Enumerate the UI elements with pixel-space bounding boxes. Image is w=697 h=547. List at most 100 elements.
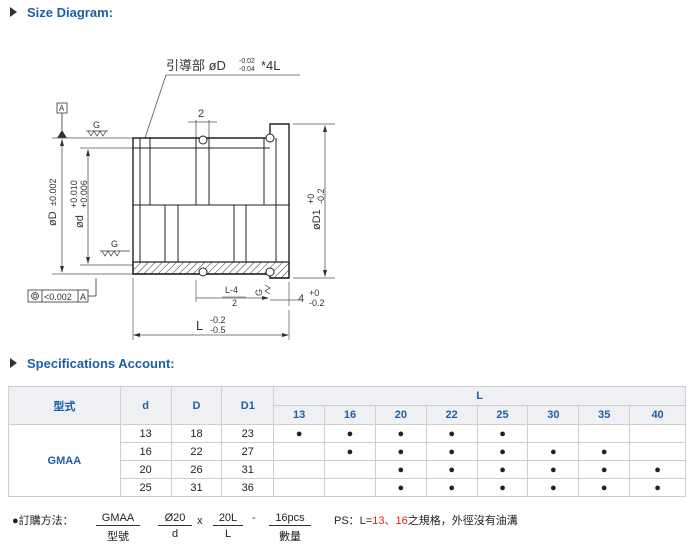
header-D1: D1 (221, 386, 275, 425)
cell-l-availability (324, 460, 376, 479)
length-label: L (196, 318, 203, 333)
od-tol: ±0.002 (48, 179, 58, 206)
cell-l-availability: ● (374, 460, 427, 479)
od-label: øD (47, 211, 59, 226)
cell-d: 25 (119, 478, 172, 497)
concentricity-icon (31, 292, 39, 300)
cell-l-availability: ● (324, 424, 376, 443)
datum-triangle-icon (57, 130, 67, 138)
available-dot-icon: ● (600, 463, 608, 476)
available-dot-icon: ● (397, 445, 405, 458)
order-qty-caption: 數量 (279, 531, 301, 543)
spec-table: 型式 d D D1 L 13 16 20 22 25 30 35 40 GMAA… (8, 386, 686, 497)
available-dot-icon: ● (600, 481, 608, 494)
finish-mark-top: G (93, 120, 100, 130)
available-dot-icon: ● (654, 481, 661, 494)
available-dot-icon: ● (346, 445, 354, 458)
header-l-value: 16 (324, 405, 376, 425)
available-dot-icon: ● (346, 427, 354, 440)
cell-l-availability (629, 442, 686, 461)
available-dot-icon: ● (499, 463, 506, 476)
order-qty-group: 16pcs 數量 (269, 512, 311, 544)
arrow-bullet-icon (10, 358, 17, 368)
header-d: d (119, 386, 172, 425)
finish-top-icon (87, 130, 107, 137)
available-dot-icon: ● (600, 445, 608, 458)
leader-line (144, 74, 167, 139)
length-tol-upper: -0.2 (210, 315, 226, 325)
header-model: 型式 (8, 386, 121, 425)
order-model: GMAA (96, 512, 140, 526)
lead-suffix: *4L (261, 58, 281, 73)
size-diagram-heading: Size Diagram: (8, 4, 113, 20)
available-dot-icon: ● (550, 445, 557, 458)
order-d: Ø20 (158, 512, 192, 526)
flange-value: 4 (298, 293, 304, 305)
cell-l-availability: ● (425, 424, 478, 443)
cell-l-availability: ● (425, 460, 478, 479)
finish-mark-bottom: G (111, 239, 118, 249)
lead-tol-upper: -0.02 (239, 58, 255, 65)
order-l: 20L (213, 512, 243, 526)
length-tol-lower: -0.5 (210, 325, 226, 335)
arrow-bullet-icon (10, 7, 17, 17)
ps-suffix: 之規格，外徑沒有油溝 (407, 515, 518, 527)
order-model-group: GMAA 型號 (96, 512, 140, 544)
cell-l-availability (578, 424, 631, 443)
available-dot-icon: ● (448, 463, 455, 476)
cell-d: 20 (119, 460, 172, 479)
order-d-group: Ø20 d (158, 512, 192, 540)
order-label: ●訂購方法： (12, 515, 74, 527)
order-l-group: 20L L (213, 512, 243, 540)
cell-l-availability: ● (476, 460, 529, 479)
available-dot-icon: ● (499, 427, 506, 440)
cell-l-availability (273, 478, 326, 497)
header-L: L (273, 386, 686, 406)
cell-l-availability: ● (527, 478, 580, 497)
available-dot-icon: ● (550, 481, 557, 494)
cell-l-availability (273, 442, 326, 461)
d1-tol-lower: -0.2 (316, 188, 326, 204)
available-dot-icon: ● (295, 427, 303, 440)
cell-D1: 31 (221, 460, 275, 479)
order-dash: - (252, 512, 256, 524)
cell-l-availability: ● (527, 442, 580, 461)
datum-a-label: A (59, 104, 65, 113)
id-label: ød (74, 215, 86, 228)
cell-l-availability: ● (629, 460, 686, 479)
order-l-caption: L (224, 528, 232, 540)
lead-tol-lower: -0.04 (239, 66, 255, 73)
cell-l-availability (527, 424, 580, 443)
id-tol-upper: +0.010 (69, 180, 79, 208)
size-diagram-title: Size Diagram: (27, 4, 113, 20)
header-l-value: 22 (425, 405, 478, 425)
spec-title: Specifications Account: (27, 355, 175, 371)
available-dot-icon: ● (397, 427, 405, 440)
cell-l-availability: ● (476, 424, 529, 443)
available-dot-icon: ● (448, 445, 455, 458)
header-D: D (170, 386, 223, 425)
half-length-num: L-4 (225, 285, 238, 295)
cell-l-availability: ● (425, 478, 478, 497)
cell-D: 18 (170, 424, 223, 443)
cell-l-availability: ● (425, 442, 478, 461)
cell-l-availability: ● (476, 478, 529, 497)
cell-l-availability: ● (629, 478, 686, 497)
available-dot-icon: ● (499, 445, 506, 458)
order-x-sep: x (197, 515, 203, 527)
cell-l-availability: ● (578, 478, 631, 497)
cell-l-availability: ● (374, 478, 427, 497)
order-qty: 16pcs (269, 512, 311, 526)
cell-D: 31 (170, 478, 223, 497)
header-l-value: 30 (527, 405, 580, 425)
cell-l-availability: ● (324, 442, 376, 461)
available-dot-icon: ● (654, 463, 661, 476)
id-tol-lower: +0.006 (79, 180, 89, 208)
cell-d: 16 (119, 442, 172, 461)
model-cell: GMAA (8, 424, 121, 497)
header-l-value: 20 (374, 405, 427, 425)
available-dot-icon: ● (397, 481, 405, 494)
cell-l-availability: ● (578, 442, 631, 461)
